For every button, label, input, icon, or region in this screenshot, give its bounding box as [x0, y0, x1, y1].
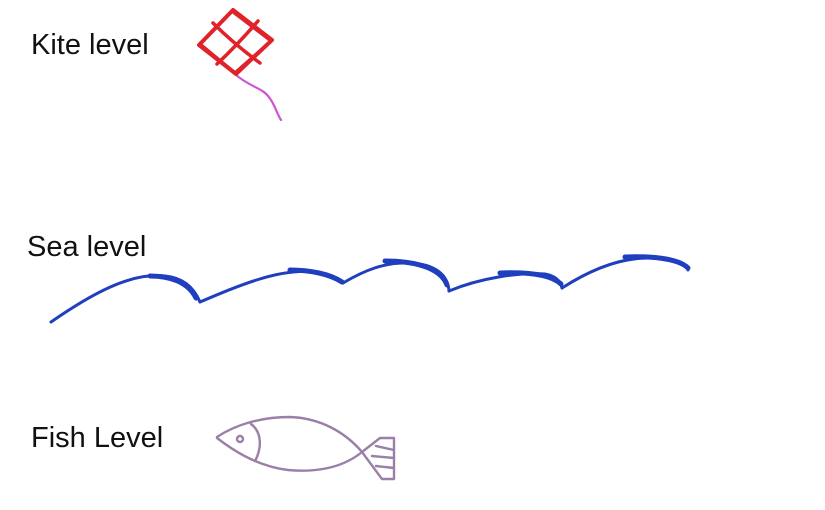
fish-gill	[249, 422, 261, 463]
kite-string	[233, 72, 283, 122]
sea-level-label: Sea level	[27, 231, 147, 263]
fish-level-label: Fish Level	[31, 422, 164, 454]
fish-body-bottom	[215, 436, 364, 472]
kite-cross-2	[215, 19, 260, 66]
fish-body-top	[215, 415, 364, 454]
kite-level-label: Kite level	[31, 29, 149, 61]
fish-eye	[235, 434, 245, 444]
